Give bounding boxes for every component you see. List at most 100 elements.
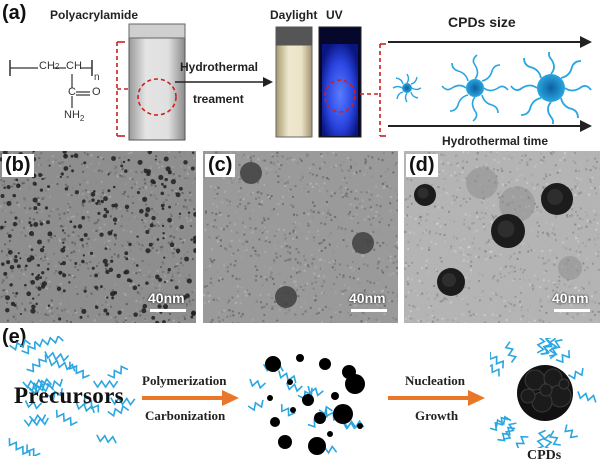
tem-dot — [163, 184, 167, 189]
tem-dot — [104, 247, 108, 251]
carbon-particle — [265, 356, 281, 372]
tem-dot — [143, 168, 148, 174]
tem-dot — [41, 177, 44, 181]
tem-dot — [193, 248, 196, 254]
tem-dot — [46, 220, 50, 225]
tem-dot — [9, 264, 15, 270]
tem-dot — [190, 166, 195, 171]
tem-dot — [38, 173, 43, 177]
tem-dot — [103, 207, 107, 212]
tem-dot — [6, 185, 11, 190]
tem-dot — [103, 308, 108, 313]
tem-dot — [186, 278, 192, 284]
tem-dot — [62, 241, 65, 244]
tem-dot — [79, 315, 83, 319]
tem-dot — [106, 296, 109, 299]
tem-dot — [48, 164, 51, 167]
tem-dot — [14, 255, 18, 259]
tem-dot — [151, 315, 156, 320]
tem-dot — [142, 196, 148, 202]
tem-dot — [61, 229, 65, 232]
tem-dot — [108, 267, 114, 273]
tem-dot — [39, 222, 44, 226]
scale-bar-d — [554, 309, 590, 312]
tem-dot — [81, 308, 87, 314]
tem-dot — [71, 169, 74, 173]
tem-dot — [145, 207, 151, 213]
tem-dot — [3, 186, 6, 190]
tem-dot — [190, 238, 193, 241]
carbon-particle — [278, 435, 292, 449]
panel-label-e: (e) — [2, 326, 27, 348]
tem-dot — [33, 206, 38, 211]
daylight-label: Daylight — [270, 8, 318, 22]
carbon-particle — [327, 431, 333, 437]
tem-dot — [137, 159, 143, 165]
tem-dot — [116, 273, 121, 279]
tem-dot — [111, 296, 115, 300]
tem-dot — [117, 310, 122, 315]
tem-dot — [165, 166, 171, 172]
tem-dot — [47, 185, 51, 189]
tem-dot — [37, 263, 40, 267]
tem-dot — [104, 263, 109, 267]
tem-dot — [191, 312, 196, 316]
tem-dot — [42, 245, 45, 249]
tem-dot — [17, 252, 20, 255]
tem-dot — [163, 256, 166, 259]
tem-dot — [7, 249, 13, 255]
tem-dot — [41, 281, 47, 287]
tem-dot — [94, 273, 99, 278]
tem-dot — [6, 260, 11, 265]
tem-dot — [160, 182, 164, 186]
scale-label-b: 40nm — [148, 290, 185, 306]
tem-dot — [170, 279, 173, 282]
tem-dot — [77, 224, 83, 229]
tem-dot — [39, 188, 44, 192]
tem-dot — [60, 247, 66, 253]
tem-dot — [44, 206, 49, 210]
tem-dot — [46, 267, 50, 271]
tem-dot — [163, 156, 169, 162]
tem-dot — [113, 290, 118, 295]
tem-dot — [30, 248, 34, 252]
tem-dot — [105, 210, 110, 214]
tem-dot — [74, 190, 80, 195]
tem-dot — [58, 272, 62, 275]
tem-dot — [133, 312, 138, 317]
process-label-line2: treament — [193, 92, 244, 106]
tem-dot — [99, 285, 103, 289]
tem-dot — [6, 200, 12, 206]
tem-dot — [91, 266, 95, 270]
tem-dot — [32, 197, 38, 203]
carbon-particle — [287, 379, 293, 385]
uv-label: UV — [326, 8, 343, 22]
carbon-c: C — [68, 86, 76, 98]
tem-dot — [82, 254, 86, 257]
orange-arrow-2 — [388, 390, 485, 406]
tem-dot — [62, 273, 67, 278]
tem-dot — [124, 269, 130, 275]
panel-label-a: (a) — [2, 2, 27, 24]
tem-dot — [175, 248, 181, 253]
tem-dot — [103, 196, 108, 201]
tem-dot — [114, 222, 117, 225]
tem-dot — [28, 221, 32, 225]
tem-dot — [0, 193, 5, 198]
tem-dot — [167, 217, 172, 223]
tem-dot — [146, 171, 151, 177]
cpds-size-arrow — [388, 36, 592, 48]
scale-bar-c — [351, 309, 387, 312]
tem-dot — [19, 257, 22, 260]
tem-dot — [62, 151, 67, 154]
tem-dot — [185, 293, 190, 298]
carbonyl-oxygen: O — [92, 86, 101, 98]
tem-dot — [15, 291, 19, 295]
carbon-particle — [333, 404, 353, 424]
tem-dot — [56, 286, 62, 292]
tem-dot — [151, 215, 156, 221]
tem-dot — [60, 262, 63, 266]
tem-dot — [169, 242, 175, 248]
tem-dot — [26, 291, 32, 297]
tem-dot — [102, 258, 108, 264]
